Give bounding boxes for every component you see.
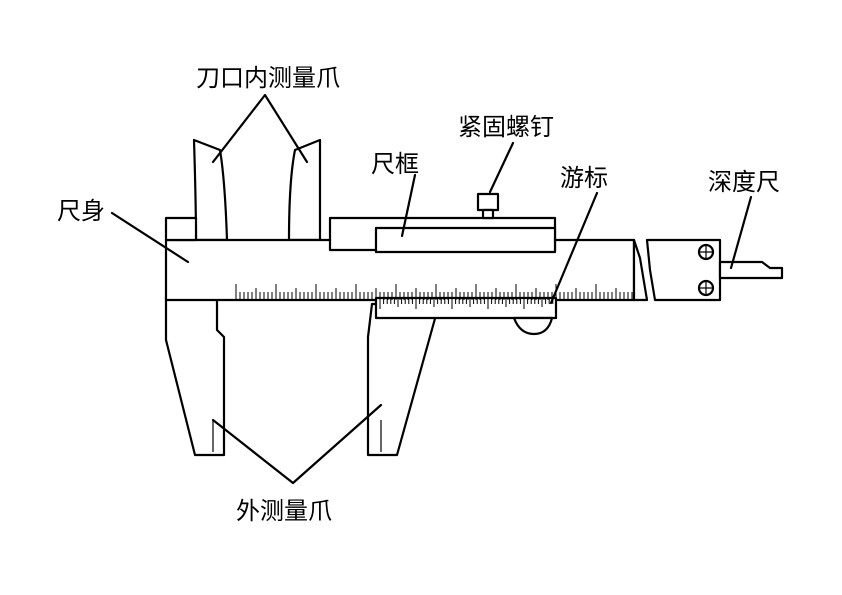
outer-jaw-fixed [164,295,226,457]
label-vernier: 游标 [560,164,608,192]
outer-jaw-movable [366,302,438,457]
thumb-roller [512,316,554,336]
inner-jaw-movable [287,138,322,242]
depth-gauge-screw-top-cross [699,245,713,259]
lock-screw-head [476,192,500,212]
leader-lock-screw [488,141,515,194]
leader-outer-jaws [211,403,383,485]
main-scale-ticks [235,284,633,300]
leader-vernier [549,191,599,305]
depth-rod-slot-end [632,238,649,302]
label-depth-rod: 深度尺 [708,168,780,196]
label-frame: 尺框 [371,150,419,178]
leader-inner-jaws [211,93,309,164]
leader-frame [400,173,417,238]
vernier-scale-ticks [379,298,554,309]
label-inner-jaws: 刀口内测量爪 [196,64,340,92]
inner-jaw-fixed [192,138,229,242]
label-lock-screw: 紧固螺钉 [458,113,554,141]
label-main-scale: 尺身 [57,197,105,225]
label-outer-jaws: 外测量爪 [236,497,332,525]
leader-main-scale [110,211,190,264]
lock-screw-stem [481,208,495,220]
leader-depth-rod [729,195,753,270]
frame-bar [374,226,557,254]
depth-gauge-screw-bottom-cross [699,281,713,295]
main-scale-head [164,216,198,242]
depth-rod [718,260,784,280]
